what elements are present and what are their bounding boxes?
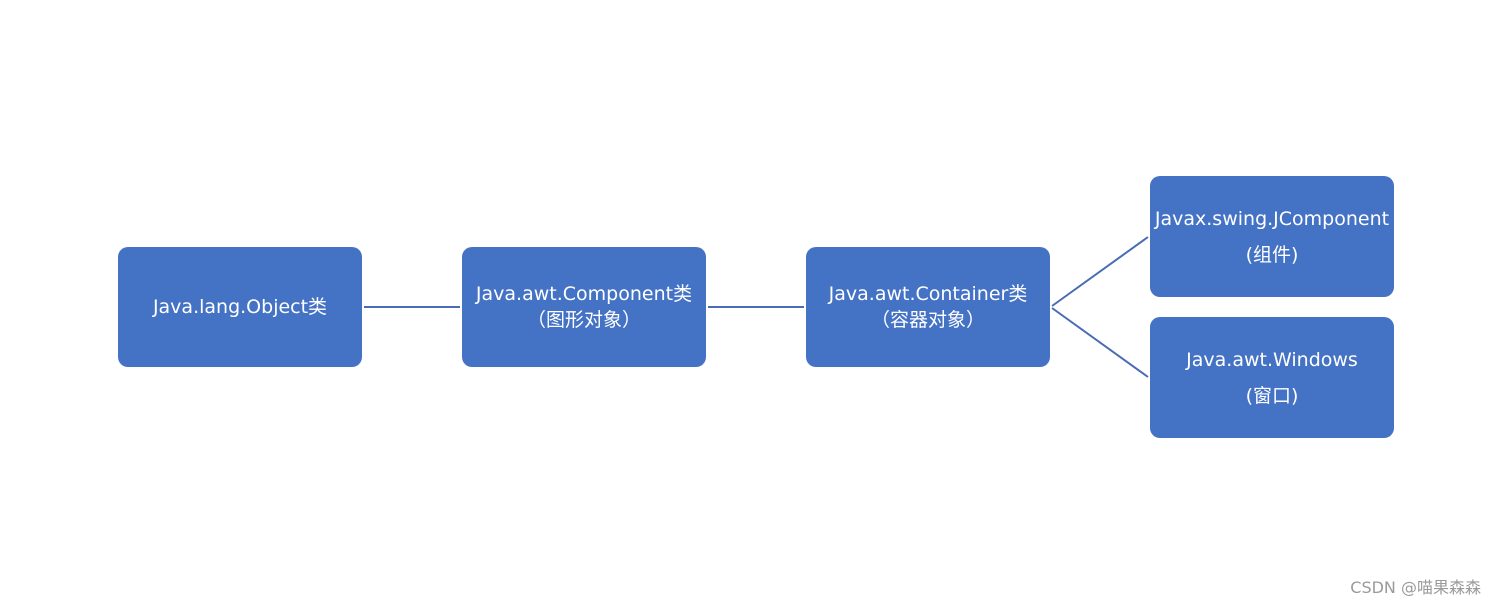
node-label: Java.lang.Object类 — [152, 296, 328, 318]
node-label: Java.awt.Container类 — [828, 283, 1028, 305]
node-sublabel: （图形对象） — [526, 309, 641, 331]
connector-container-jcomponent — [1051, 236, 1149, 307]
node-java-awt-windows: Java.awt.Windows (窗口) — [1150, 317, 1394, 438]
node-sublabel: （容器对象） — [870, 309, 985, 331]
node-label: Java.awt.Component类 — [475, 283, 693, 305]
node-java-lang-object: Java.lang.Object类 — [118, 247, 362, 367]
node-label: Java.awt.Windows — [1186, 348, 1358, 371]
node-label: Javax.swing.JComponent — [1154, 207, 1390, 230]
node-sublabel: (窗口) — [1245, 384, 1299, 407]
node-java-awt-component: Java.awt.Component类 （图形对象） — [462, 247, 706, 367]
node-javax-swing-jcomponent: Javax.swing.JComponent (组件) — [1150, 176, 1394, 297]
node-java-awt-container: Java.awt.Container类 （容器对象） — [806, 247, 1050, 367]
node-sublabel: (组件) — [1245, 243, 1299, 266]
watermark: CSDN @喵果森森 — [1350, 578, 1481, 597]
connector-container-windows — [1051, 307, 1149, 378]
